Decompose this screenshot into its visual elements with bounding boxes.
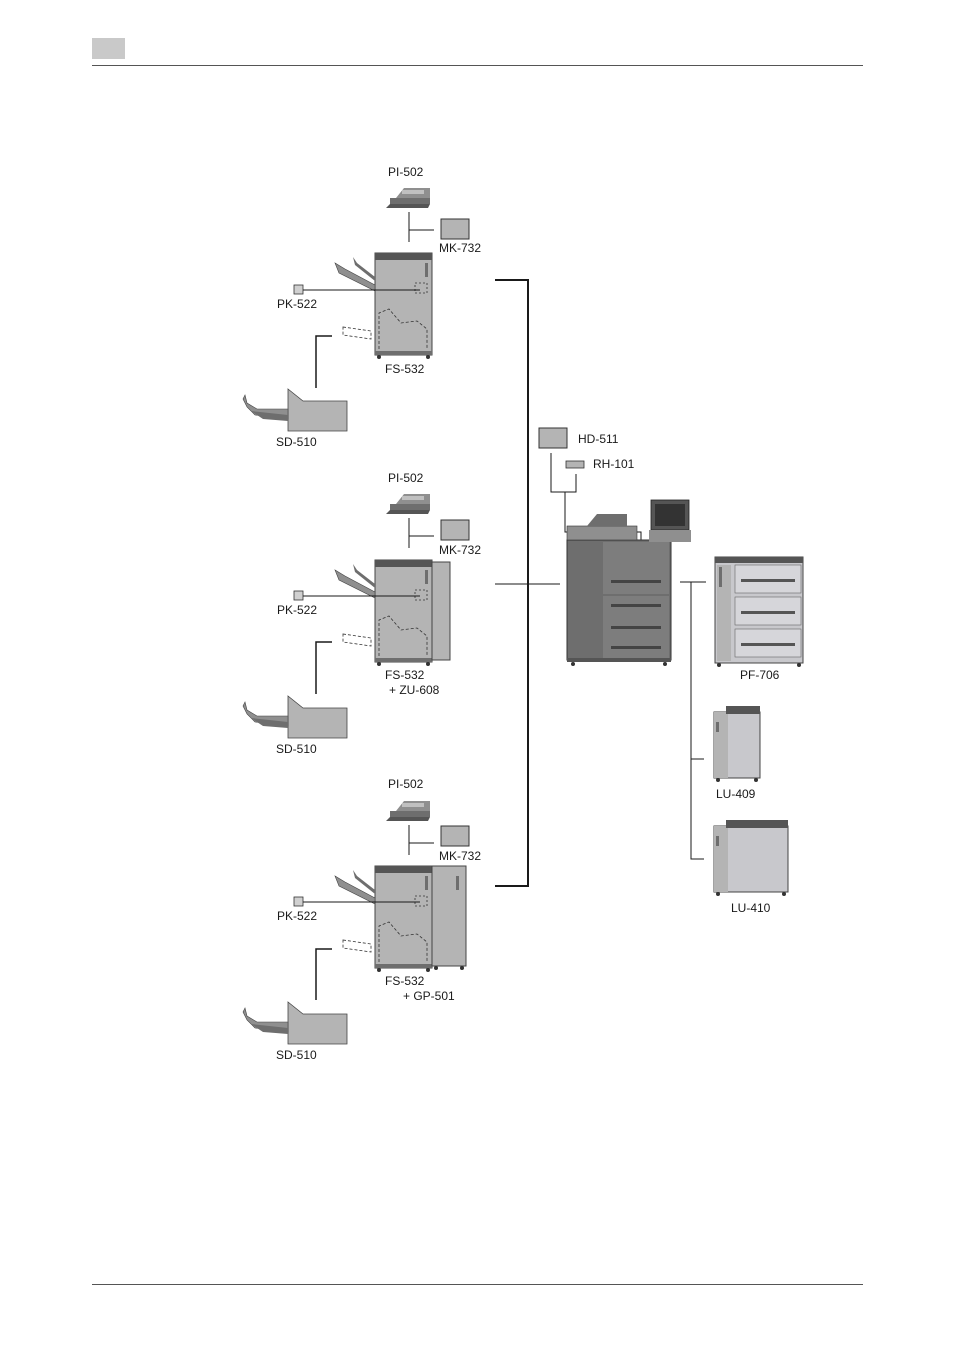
fs532-unit-3	[335, 866, 432, 972]
pk522-label-3: PK-522	[277, 909, 317, 923]
lu410-unit	[714, 820, 788, 896]
fs532-label-3: FS-532	[385, 974, 425, 988]
pi502-label-3: PI-502	[388, 777, 424, 791]
pi502-unit-3	[386, 801, 430, 821]
fs532-label-1: FS-532	[385, 362, 425, 376]
fs532-unit-2	[335, 560, 432, 666]
fs532-unit-1	[335, 253, 432, 359]
pi502-label-1: PI-502	[388, 165, 424, 179]
finisher-group-2: PI-502 MK-732 PK-522 FS-532 + ZU-608 SD-…	[243, 471, 481, 756]
mk732-label-3: MK-732	[439, 849, 481, 863]
sd510-label-2: SD-510	[276, 742, 317, 756]
main-unit	[567, 500, 691, 666]
lu410-label: LU-410	[731, 901, 771, 915]
zu608-unit	[432, 562, 450, 660]
zu608-label: + ZU-608	[389, 683, 440, 697]
pf706-label: PF-706	[740, 668, 780, 682]
finisher-group-3: PI-502 MK-732 PK-522 FS-532 + GP-501 SD-…	[243, 777, 481, 1062]
sd510-label-3: SD-510	[276, 1048, 317, 1062]
mk732-box-3	[441, 826, 469, 846]
pi502-unit-2	[386, 494, 430, 514]
lu409-unit	[714, 706, 760, 782]
pk522-box-3	[294, 897, 303, 906]
rh101-label: RH-101	[593, 457, 635, 471]
pi502-unit-1	[386, 188, 430, 208]
mk732-box-2	[441, 520, 469, 540]
fs532-label-2: FS-532	[385, 668, 425, 682]
pf706-unit	[715, 557, 803, 667]
pk522-box-1	[294, 285, 303, 294]
mk732-box-1	[441, 219, 469, 239]
finisher-group-1: PI-502 MK-732 PK-522 FS-532 SD-510	[243, 165, 481, 449]
mk732-label-2: MK-732	[439, 543, 481, 557]
rh101-box	[566, 461, 584, 468]
gp501-label: + GP-501	[403, 989, 455, 1003]
paper-feed-bracket	[680, 582, 706, 859]
sd510-unit-1	[243, 389, 347, 431]
sd510-unit-2	[243, 696, 347, 738]
finisher-bracket	[495, 280, 560, 886]
pk522-label-2: PK-522	[277, 603, 317, 617]
pk522-box-2	[294, 591, 303, 600]
mk732-label-1: MK-732	[439, 241, 481, 255]
hd511-box	[539, 428, 567, 448]
sd510-label-1: SD-510	[276, 435, 317, 449]
pi502-label-2: PI-502	[388, 471, 424, 485]
sd510-unit-3	[243, 1002, 347, 1044]
hd511-label: HD-511	[578, 432, 619, 446]
lu409-label: LU-409	[716, 787, 756, 801]
gp501-unit	[432, 866, 466, 966]
pk522-label-1: PK-522	[277, 297, 317, 311]
